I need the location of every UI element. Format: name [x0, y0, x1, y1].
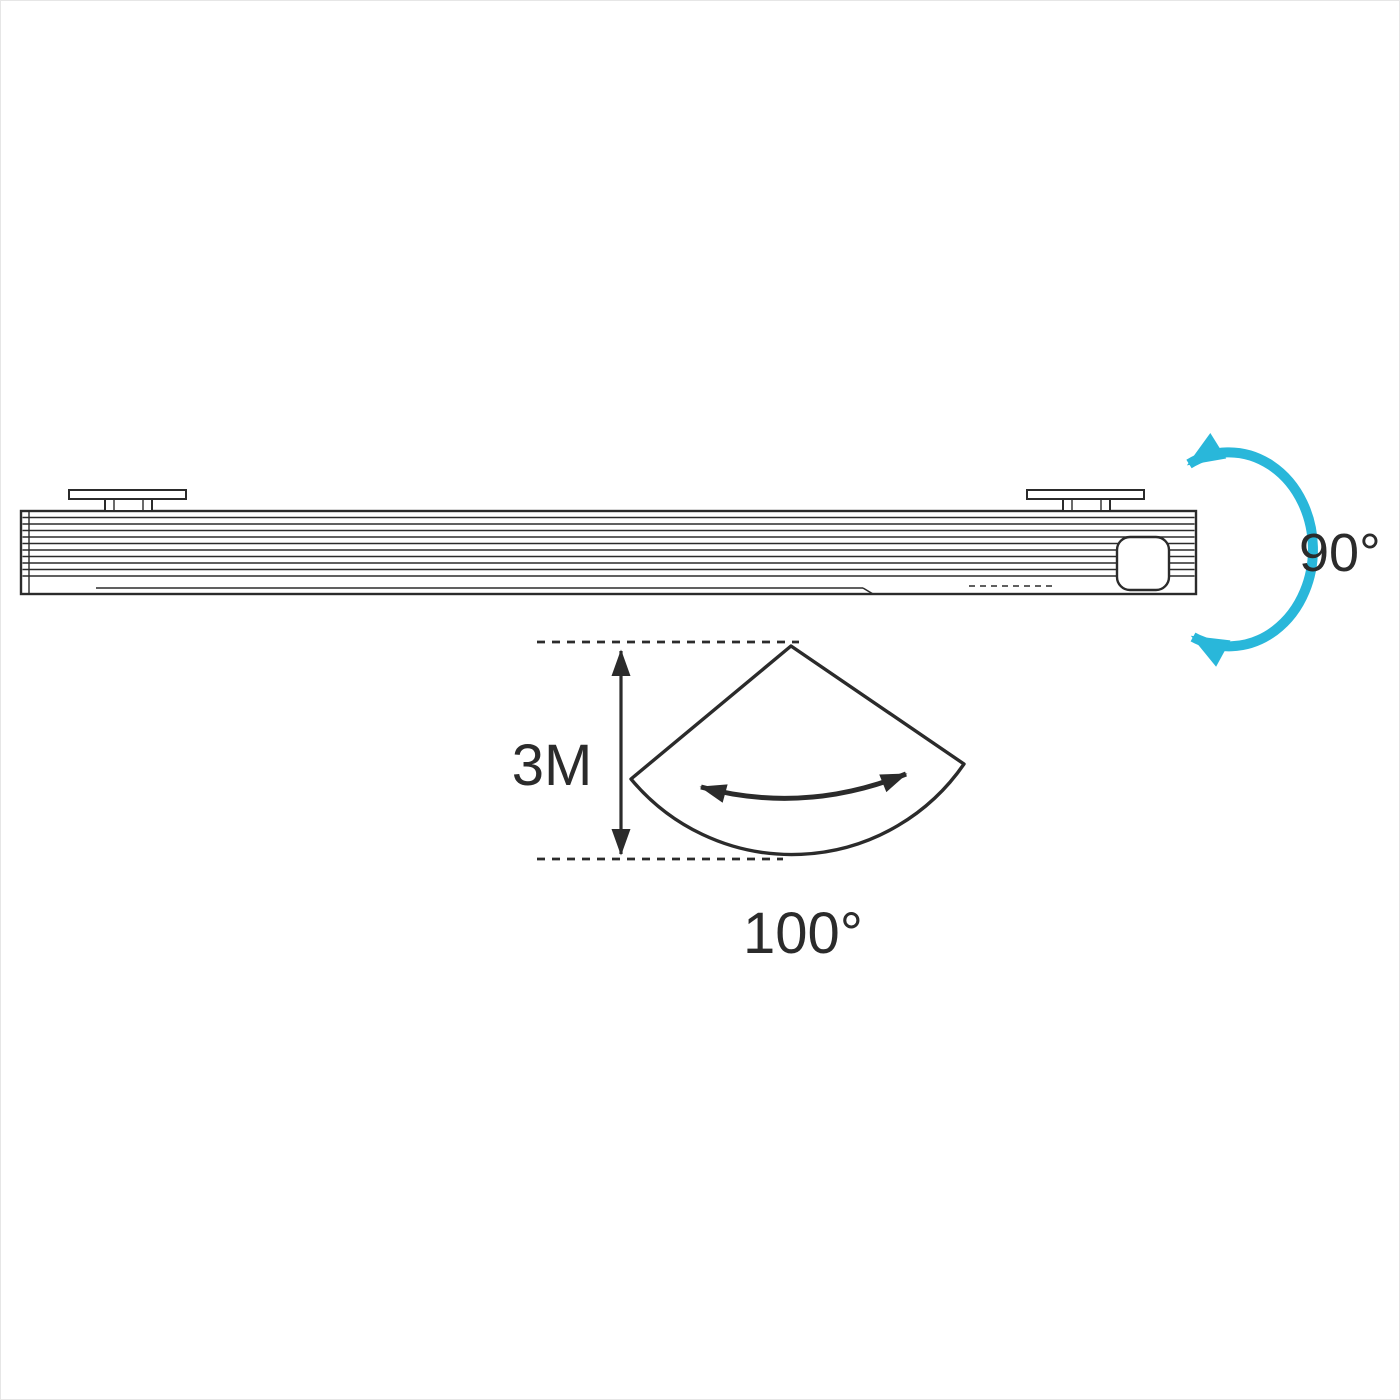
bracket-neck: [1062, 498, 1111, 512]
distance-label: 3M: [512, 733, 593, 798]
rotation-indicator: 90°: [1186, 433, 1381, 667]
mounting-bracket-right: [1026, 489, 1145, 512]
light-bar-ridges: [22, 516, 1195, 577]
bracket-plate: [1026, 489, 1145, 500]
rotation-arrow: [1186, 433, 1318, 667]
detection-angle-label: 100°: [743, 901, 863, 966]
rotation-angle-label: 90°: [1299, 523, 1381, 583]
motion-sensor-knob: [1115, 535, 1171, 592]
light-bar-bottom-details: [96, 585, 1057, 595]
sweep-arrow: [699, 771, 908, 803]
bar-bottom-step: [862, 587, 874, 595]
mounting-bracket-left: [68, 489, 187, 512]
bracket-neck: [104, 498, 153, 512]
light-bar: [19, 489, 1198, 596]
detection-zone: 3M 100°: [512, 640, 966, 966]
detection-cone: [629, 644, 966, 857]
bracket-plate: [68, 489, 187, 500]
light-bar-body: [19, 509, 1198, 596]
